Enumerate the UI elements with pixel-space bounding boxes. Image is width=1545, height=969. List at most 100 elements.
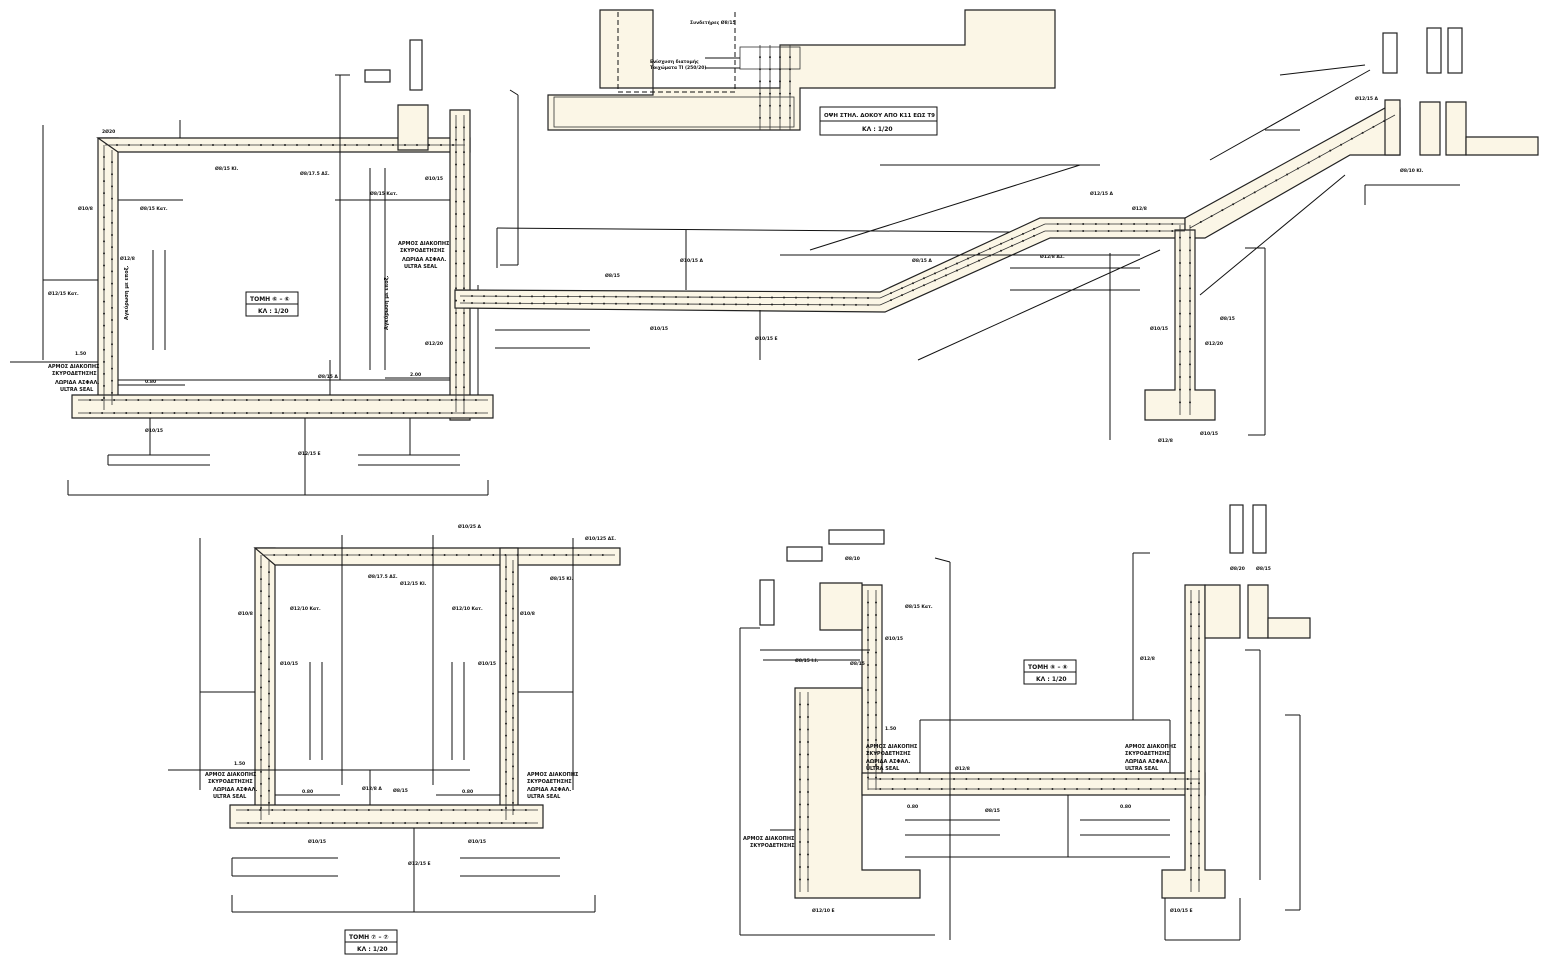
label-dim-080: 0.80 (145, 379, 156, 385)
rebar-dot (903, 778, 906, 780)
rebar-dot (916, 788, 919, 790)
rebar-dot (125, 399, 128, 401)
rebar-dot (103, 288, 105, 291)
rebar-dot (103, 324, 105, 327)
rebar-dot (1198, 770, 1200, 773)
rebar-dot (283, 822, 286, 824)
rebar-dot (480, 554, 483, 556)
rebar-dot (260, 698, 262, 701)
panel-icon (409, 39, 423, 91)
rebar-dot (615, 295, 617, 298)
rebar-dot (334, 554, 337, 556)
rebar-dot (1189, 274, 1191, 277)
col-label-right: Ø12/20 (1205, 340, 1223, 347)
rebar-dot (875, 726, 877, 729)
rebar-dot (507, 295, 509, 298)
rebar-dot (354, 399, 357, 401)
rebar-dot (309, 554, 312, 556)
rebar-dot (483, 295, 485, 298)
rebar-dot (1112, 778, 1115, 780)
rebar-dot (875, 664, 877, 666)
left-wall (254, 547, 276, 811)
edge-col-r (1247, 584, 1269, 639)
rebar-dot (934, 279, 936, 282)
rebar-dot (639, 295, 641, 298)
rebar-dot (294, 412, 297, 414)
rebar-dot (989, 254, 991, 257)
rebar-dot (492, 554, 495, 556)
s7-top-right: Ø10/25 Α (458, 523, 482, 530)
rebar-dot (452, 144, 454, 146)
s8-right-top: Ø8/20 (1230, 565, 1245, 572)
rebar-dot (111, 367, 113, 370)
rebar-dot (867, 764, 869, 766)
rebar-dot (977, 788, 980, 790)
s7-far-right: Ø10/125 ΑΣ. (585, 535, 616, 542)
rebar-dot (1107, 223, 1110, 225)
rebar-dot (450, 412, 453, 414)
rebar-dot (103, 204, 105, 207)
rebar-dot (591, 302, 593, 305)
rebar-dot (149, 399, 152, 401)
rebar-dot (875, 689, 877, 691)
right-wall (449, 109, 471, 421)
rebar-dot (1198, 625, 1200, 628)
rebar-dot (1198, 661, 1200, 664)
s7-joint2: ΣΚΥΡΟΔΕΤΗΣΗΣ (208, 779, 253, 785)
s7-joint2-r: ΣΚΥΡΟΔΕΤΗΣΗΣ (527, 779, 572, 785)
rebar-dot (367, 822, 370, 824)
rebar-dot (1253, 191, 1256, 194)
rebar-dot (965, 778, 968, 780)
rebar-dot (901, 294, 903, 297)
foot-label: Ø10/15 (1200, 430, 1218, 437)
rebar-dot (1179, 274, 1181, 277)
s7-band1: ΛΩΡΙΔΑ ΑΣΦΑΛ. (213, 787, 257, 793)
rebar-dot (675, 303, 677, 306)
rebar-dot (779, 116, 781, 119)
rebar-dot (331, 822, 334, 824)
rebar-dot (505, 602, 507, 605)
rebar-dot (1088, 788, 1091, 790)
rebar-dot (1190, 697, 1192, 700)
rebar-dot (355, 822, 358, 824)
rebar-dot (819, 303, 821, 306)
rebar-dot (268, 789, 270, 792)
rebar-dot (344, 144, 346, 146)
rebar-dot (687, 303, 689, 306)
s8-slab-r: Ø12/8 (1140, 655, 1155, 662)
rebar-dot (103, 300, 105, 303)
rebar-dot (940, 788, 943, 790)
rebar-dot (1190, 649, 1192, 652)
edge-col-2 (1445, 101, 1467, 156)
rebar-dot (260, 758, 262, 761)
rebar-dot (577, 554, 580, 556)
rebar-dot (759, 116, 761, 119)
rebar-dot (1179, 236, 1181, 239)
rebar-dot (259, 809, 262, 811)
s7-band2: ULTRA SEAL (213, 794, 247, 800)
rebar-dot (111, 306, 113, 309)
beam-note3: Τοιχώματα ΤΙ (250/20) (650, 64, 706, 71)
rebar-dot (807, 716, 809, 718)
rebar-dot (505, 686, 507, 689)
s7-top2: Ø12/15 ΚΙ. (400, 580, 427, 587)
rebar-dot (495, 302, 497, 305)
rebar-dot (463, 262, 465, 265)
rebar-dot (1190, 878, 1192, 881)
rebar-dot (807, 766, 809, 768)
rebar-dot (463, 188, 465, 191)
rebar-dot (440, 822, 443, 824)
rebar-dot (260, 782, 262, 785)
rebar-dot (807, 296, 809, 299)
rebar-dot (779, 80, 781, 83)
rebar-dot (505, 674, 507, 677)
rebar-dot (1112, 788, 1115, 790)
rebar-dot (455, 262, 457, 265)
rebar-dot (455, 237, 457, 240)
rebar-dot (855, 296, 857, 299)
right-wall (499, 547, 519, 811)
s8-joint1-l: ΑΡΜΟΣ ΔΙΑΚΟΠΗΣ (743, 836, 795, 842)
rebar-dot (463, 373, 465, 376)
rebar-dot (330, 412, 333, 414)
rebar-dot (956, 269, 958, 272)
